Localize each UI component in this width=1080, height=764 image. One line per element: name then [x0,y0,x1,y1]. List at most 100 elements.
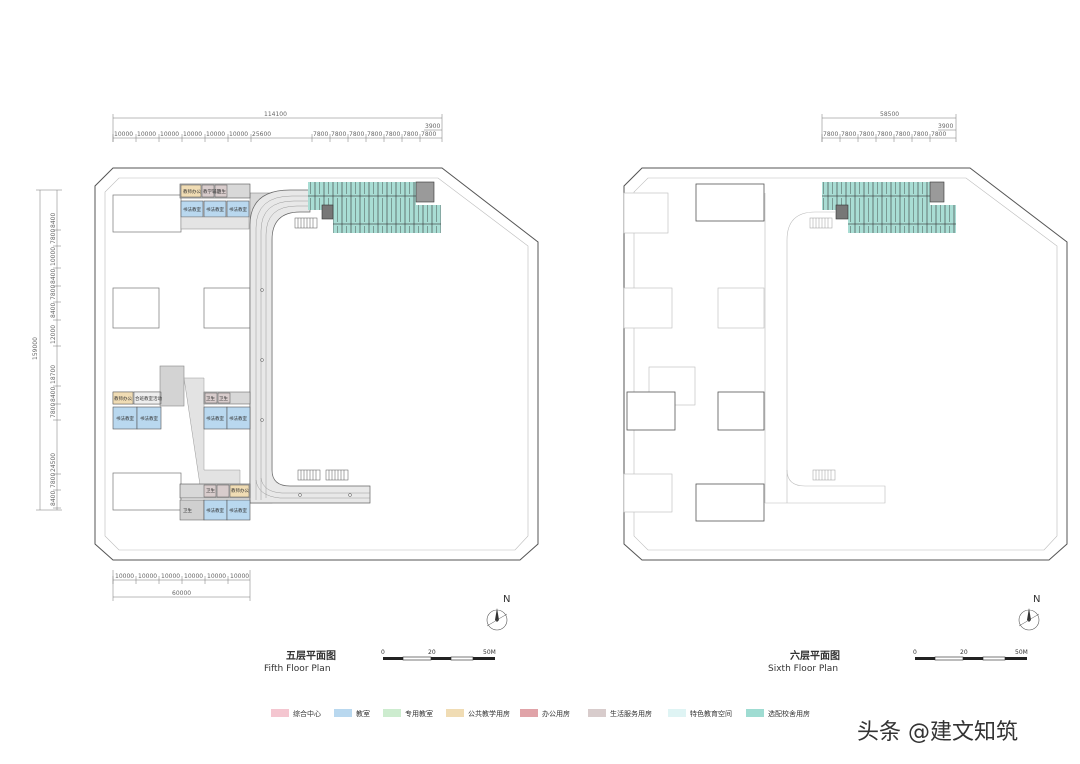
legend-label: 选配校舍用房 [768,709,810,718]
building-block [112,472,182,511]
dimension-label: 7800 [931,131,946,138]
building-block [717,391,765,431]
plan-title-cn: 六层平面图 [790,649,840,662]
scale-label: 20 [960,649,968,656]
dimension-label: 7800 [367,131,382,138]
dimension-label: 10000 [114,131,133,138]
dimension-label: 10000 [207,573,226,580]
dimension-label: 25600 [252,131,271,138]
dimension-label: 10000 [138,573,157,580]
scale-label: 50M [483,649,496,656]
legend-label: 教室 [356,709,370,718]
legend-swatch [668,709,686,717]
teaching-block-middle: 卫生 卫生 书法教室 书法教室 [203,391,251,430]
dimension-label: 10000 [50,247,57,266]
building-block [112,287,160,329]
running-track [249,189,371,504]
dimension-label: 7800 [50,285,57,300]
room-label: 教学辅助 [203,188,221,195]
legend-swatch [446,709,464,717]
legend-label: 专用教室 [405,709,433,718]
dimension-label: 10000 [184,573,203,580]
dimension-label: 7800 [331,131,346,138]
teaching-block-bottom: 卫生 教师办公 卫生 书法教室 书法教室 [179,483,251,521]
dimension-label: 7800 [385,131,400,138]
dimension-label: 8400 [50,213,57,228]
dimension-label: 10000 [115,573,134,580]
site-boundary [623,167,1068,561]
building-block [717,287,765,329]
dimension-label: 10000 [160,131,179,138]
plan-title-cn: 五层平面图 [286,650,336,662]
legend-swatch [588,709,606,717]
room-label: 卫生 [206,487,215,494]
dimension-label: 7800 [877,131,892,138]
room-label: 卫生 [206,395,215,402]
dimension-label: 10000 [161,573,180,580]
dimension-label: 7800 [823,131,838,138]
legend-swatch [520,709,538,717]
dimension-sub: 3900 [938,123,953,130]
dimension-label: 12000 [50,325,57,344]
dimension-label: 8400 [50,303,57,318]
legend-swatch [746,709,764,717]
corridor [159,365,185,407]
scale-bar [915,656,1027,661]
dimension-label: 24500 [50,453,57,472]
legend-label: 生活服务用房 [610,709,652,718]
dimension-label: 7800 [895,131,910,138]
dimension-label: 7800 [421,131,436,138]
dimension-label: 7800 [50,403,57,418]
scale-label: 0 [913,649,917,656]
building-block [695,483,765,522]
room-label: 书法教室 [183,206,201,213]
teaching-block-top: 教师办公 教学辅助 卫生 书法教室 书法教室 书法教室 [179,183,251,230]
room-label: 书法教室 [229,507,247,514]
room-label: 书法教室 [206,507,224,514]
building-block [695,183,765,222]
dimension-label: 10000 [229,131,248,138]
dorm-block [333,205,441,233]
legend-swatch [334,709,352,717]
scale-label: 0 [381,649,385,656]
dimension-label: 10000 [206,131,225,138]
dimension-label: 10000 [137,131,156,138]
plan-title-en: Fifth Floor Plan [264,664,331,674]
dimension-total: 159000 [32,337,39,360]
building-block [623,287,673,329]
dimension-total: 60000 [172,590,191,597]
scale-bar [383,656,495,661]
room-label: 卫生 [219,395,228,402]
room-label: 卫生 [217,188,226,195]
site-boundary [94,167,539,561]
dimension-label: 8400 [50,491,57,506]
north-arrow-icon [1018,608,1040,631]
room-label: 书法教室 [140,415,158,422]
legend-label: 公共教学用房 [468,709,510,718]
watermark: 头条 @建文知筑 [857,720,1018,745]
legend-swatch [383,709,401,717]
dimension-label: 7800 [349,131,364,138]
room-label: 教师办公 [183,188,201,195]
dimension-label: 8400 [50,269,57,284]
dimension-label: 10000 [183,131,202,138]
room-label: 卫生 [183,507,192,514]
dimension-label: 7800 [50,229,57,244]
dimension-left [36,189,62,511]
dimension-label: 7800 [841,131,856,138]
dimension-label: 7800 [859,131,874,138]
building-block [623,473,673,513]
building-block [203,287,251,329]
room-label: 教师办公 [114,395,132,402]
room-label: 书法教室 [116,415,134,422]
dimension-label: 7800 [50,473,57,488]
dorm-block [415,181,435,203]
dimension-label: 7800 [313,131,328,138]
building-block [626,391,676,431]
building-block [112,194,182,233]
dimension-label: 10000 [230,573,249,580]
room-label: 书法教室 [206,206,224,213]
room-label: 教师办公 [231,487,249,494]
